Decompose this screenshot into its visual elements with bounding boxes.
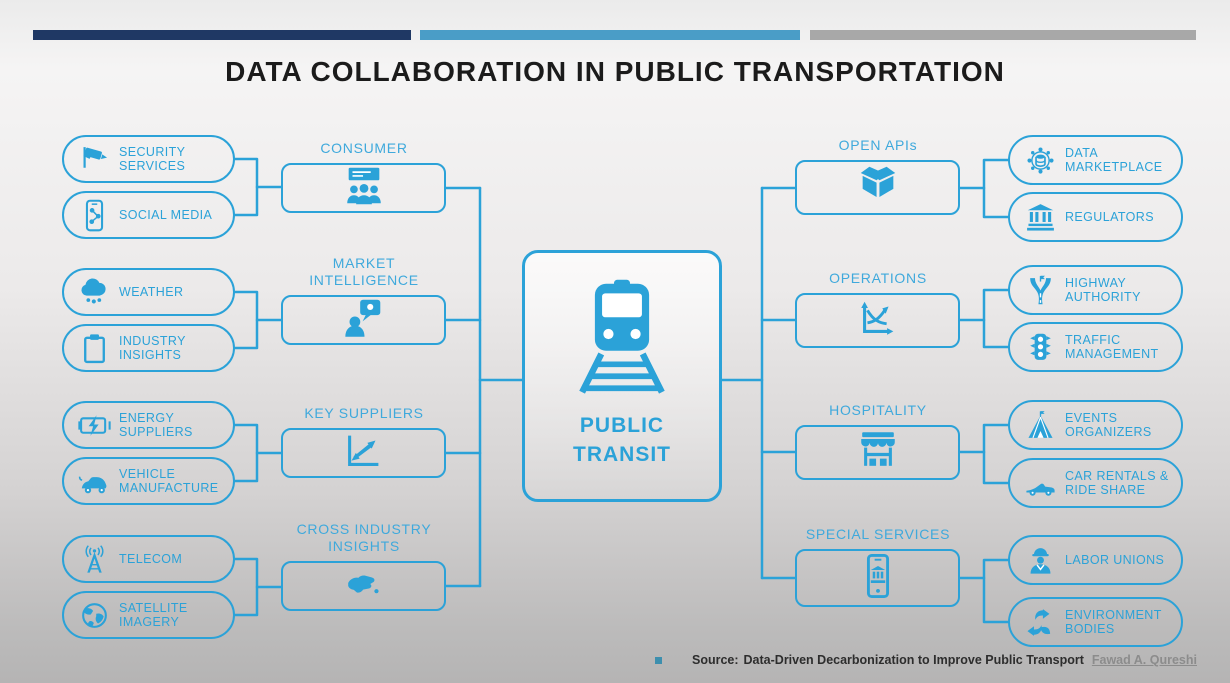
hub-operations xyxy=(795,293,960,348)
hub-label-operations: OPERATIONS xyxy=(829,270,927,287)
node-label: SOCIAL MEDIA xyxy=(119,208,213,222)
header-bar-navy xyxy=(33,30,411,40)
phone-bank-icon xyxy=(855,553,901,604)
header-bar-teal xyxy=(420,30,800,40)
hub-label-special-services: SPECIAL SERVICES xyxy=(805,526,951,543)
storefront-icon xyxy=(855,427,901,478)
node-label: TELECOM xyxy=(119,552,183,566)
node-label: CAR RENTALS & RIDE SHARE xyxy=(1065,469,1169,497)
node-label: WEATHER xyxy=(119,285,184,299)
node-vehicle-manufacture: VEHICLE MANUFACTURE xyxy=(62,457,235,505)
node-label: SATELLITE IMAGERY xyxy=(119,601,188,629)
node-car-rentals-ride-share: CAR RENTALS & RIDE SHARE xyxy=(1008,458,1183,508)
page-title: DATA COLLABORATION IN PUBLIC TRANSPORTAT… xyxy=(225,56,1005,87)
globe-icon xyxy=(76,599,112,632)
source-prefix: Source: xyxy=(691,653,739,667)
hub-cross-industry-insights xyxy=(281,561,446,611)
hub-open-apis xyxy=(795,160,960,215)
bullet-square-icon xyxy=(654,656,662,664)
source-line: Source: Data-Driven Decarbonization to I… xyxy=(654,653,1197,667)
node-highway-authority: HIGHWAY AUTHORITY xyxy=(1008,265,1183,315)
node-security-services: SECURITY SERVICES xyxy=(62,135,235,183)
circus-tent-icon xyxy=(1022,409,1058,442)
world-map-icon xyxy=(341,561,387,612)
hub-label-cross-industry-insights: CROSS INDUSTRY INSIGHTS xyxy=(296,521,432,555)
node-regulators: REGULATORS xyxy=(1008,192,1183,242)
node-labor-unions: LABOR UNIONS xyxy=(1008,535,1183,585)
node-label: SECURITY SERVICES xyxy=(119,145,186,173)
node-data-marketplace: DATA MARKETPLACE xyxy=(1008,135,1183,185)
hub-special-services xyxy=(795,549,960,607)
node-events-organizers: EVENTS ORGANIZERS xyxy=(1008,400,1183,450)
hub-consumer xyxy=(281,163,446,213)
operations-chart-icon xyxy=(855,295,901,346)
node-label: DATA MARKETPLACE xyxy=(1065,146,1163,174)
node-label: VEHICLE MANUFACTURE xyxy=(119,467,219,495)
source-title: Data-Driven Decarbonization to Improve P… xyxy=(743,653,1084,667)
battery-bolt-icon xyxy=(76,409,112,442)
data-network-icon xyxy=(1022,144,1058,177)
node-energy-suppliers: ENERGY SUPPLIERS xyxy=(62,401,235,449)
node-environment-bodies: ENVIRONMENT BODIES xyxy=(1008,597,1183,647)
node-satellite-imagery: SATELLITE IMAGERY xyxy=(62,591,235,639)
cctv-camera-icon xyxy=(76,143,112,176)
hub-label-open-apis: OPEN APIs xyxy=(838,137,918,154)
rain-cloud-icon xyxy=(76,276,112,309)
smartphone-share-icon xyxy=(76,199,112,232)
hub-label-key-suppliers: KEY SUPPLIERS xyxy=(304,405,424,422)
clipboard-icon xyxy=(76,332,112,365)
hub-label-hospitality: HOSPITALITY xyxy=(829,402,927,419)
node-label: EVENTS ORGANIZERS xyxy=(1065,411,1152,439)
bank-building-icon xyxy=(1022,201,1058,234)
highway-fork-icon xyxy=(1022,274,1058,307)
node-weather: WEATHER xyxy=(62,268,235,316)
recycle-leaf-icon xyxy=(1022,606,1058,639)
node-label: INDUSTRY INSIGHTS xyxy=(119,334,186,362)
electric-car-icon xyxy=(76,465,112,498)
convertible-car-icon xyxy=(1022,467,1058,500)
node-label: TRAFFIC MANAGEMENT xyxy=(1065,333,1159,361)
center-node-public-transit: PUBLIC TRANSIT xyxy=(522,250,722,502)
node-label: LABOR UNIONS xyxy=(1065,553,1165,567)
hub-label-consumer: CONSUMER xyxy=(320,140,408,157)
node-telecom: TELECOM xyxy=(62,535,235,583)
node-label: ENERGY SUPPLIERS xyxy=(119,411,193,439)
open-box-icon xyxy=(855,162,901,213)
hub-hospitality xyxy=(795,425,960,480)
traffic-light-icon xyxy=(1022,331,1058,364)
header-bar-gray xyxy=(810,30,1196,40)
node-social-media: SOCIAL MEDIA xyxy=(62,191,235,239)
center-node-label: PUBLIC TRANSIT xyxy=(573,414,671,466)
node-traffic-management: TRAFFIC MANAGEMENT xyxy=(1008,322,1183,372)
train-icon xyxy=(574,279,670,402)
hub-market-intelligence xyxy=(281,295,446,345)
source-author-link[interactable]: Fawad A. Qureshi xyxy=(1091,653,1197,667)
node-industry-insights: INDUSTRY INSIGHTS xyxy=(62,324,235,372)
worker-icon xyxy=(1022,544,1058,577)
hub-label-market-intelligence: MARKET INTELLIGENCE xyxy=(309,255,419,289)
radio-tower-icon xyxy=(76,543,112,576)
node-label: ENVIRONMENT BODIES xyxy=(1065,608,1162,636)
chart-crossing-arrows-icon xyxy=(341,428,387,479)
hub-key-suppliers xyxy=(281,428,446,478)
node-label: REGULATORS xyxy=(1065,210,1154,224)
node-label: HIGHWAY AUTHORITY xyxy=(1065,276,1141,304)
consumer-group-icon xyxy=(341,163,387,214)
person-idea-bubble-icon xyxy=(341,295,387,346)
